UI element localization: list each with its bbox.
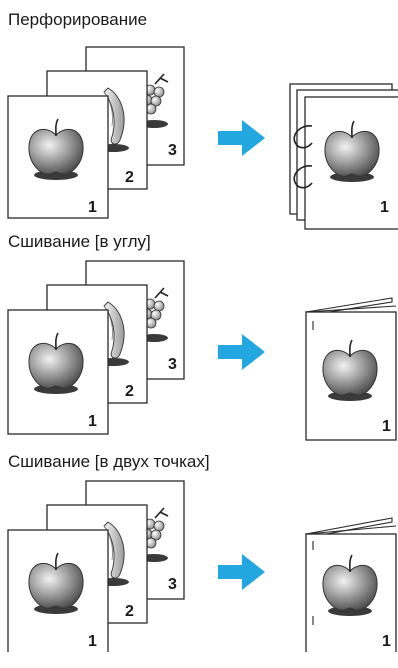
apple-image <box>28 118 84 180</box>
stack-page-1: 1 <box>7 309 109 435</box>
arrow-right-icon <box>218 554 265 590</box>
two-point-staple-result: 1 <box>304 517 397 652</box>
punching-illustration: 3 2 1 <box>0 40 398 230</box>
apple-image <box>28 552 84 614</box>
apple-image <box>322 339 378 401</box>
stack-page-1: 1 <box>7 529 109 652</box>
corner-staple-result: 1 <box>304 297 397 441</box>
page-number-2: 2 <box>125 169 134 186</box>
stack-page-1: 1 <box>7 95 109 219</box>
page-number-1: 1 <box>88 633 97 650</box>
apple-image <box>28 332 84 394</box>
page-number-1: 1 <box>88 199 97 216</box>
page-number-2: 2 <box>125 603 134 620</box>
section-title-corner-staple: Сшивание [в углу] <box>8 232 151 251</box>
page-number-3: 3 <box>168 356 177 373</box>
result-page-number: 1 <box>382 633 391 650</box>
two-point-staple-illustration: 3 2 1 <box>0 478 398 668</box>
section-title-two-point-staple: Сшивание [в двух точках] <box>8 452 210 471</box>
binder-ring-icon <box>293 125 313 189</box>
apple-image <box>322 554 378 616</box>
result-page-number: 1 <box>382 418 391 435</box>
arrow-right-icon <box>218 120 265 156</box>
page-number-2: 2 <box>125 383 134 400</box>
arrow-right-icon <box>218 334 265 370</box>
page-number-3: 3 <box>168 576 177 593</box>
page-number-3: 3 <box>168 142 177 159</box>
result-page-number: 1 <box>380 199 389 216</box>
apple-image <box>324 120 380 182</box>
section-title-punching: Перфорирование <box>8 10 148 29</box>
corner-staple-illustration: 3 2 1 <box>0 258 398 448</box>
punched-result: 1 <box>289 83 398 230</box>
page-number-1: 1 <box>88 413 97 430</box>
